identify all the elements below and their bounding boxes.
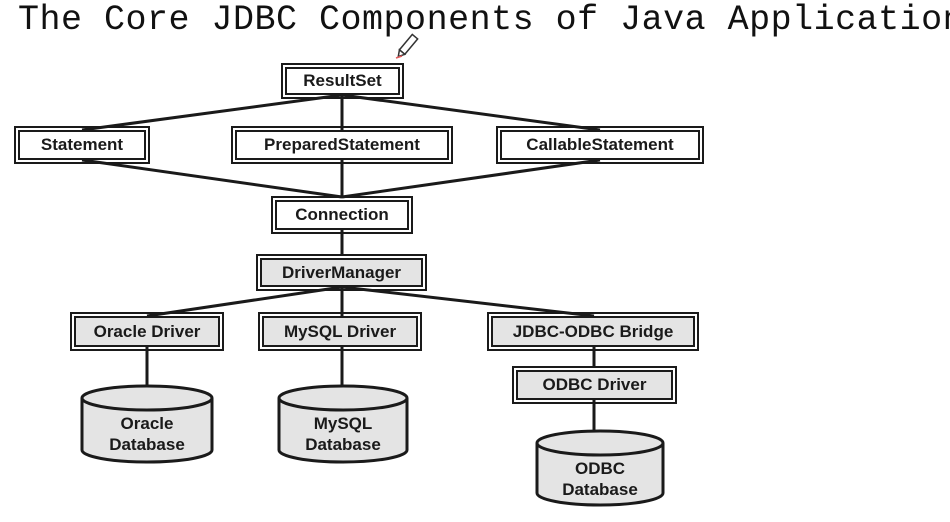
jdbc-odbc-bridge-box: JDBC-ODBC Bridge — [487, 312, 699, 351]
oracle-database-cylinder — [80, 384, 214, 464]
mysql-driver-box: MySQL Driver — [258, 312, 422, 351]
prepared-statement-box: PreparedStatement — [231, 126, 453, 164]
mysql-database-label: MySQL Database — [278, 413, 408, 455]
pencil-cursor-icon — [395, 33, 419, 59]
odbc-database-line2: Database — [562, 480, 638, 499]
oracle-database-line1: Oracle — [120, 414, 174, 433]
odbc-database-cylinder — [535, 429, 665, 507]
resultset-box: ResultSet — [281, 63, 404, 99]
oracle-driver-box: Oracle Driver — [70, 312, 224, 351]
callable-statement-box: CallableStatement — [496, 126, 704, 164]
odbc-driver-box: ODBC Driver — [512, 366, 677, 404]
mysql-database-line2: Database — [305, 435, 381, 454]
connection-box: Connection — [271, 196, 413, 234]
mysql-database-line1: MySQL — [313, 414, 373, 433]
statement-box: Statement — [14, 126, 150, 164]
odbc-database-label: ODBC Database — [535, 458, 665, 500]
oracle-database-line2: Database — [109, 435, 185, 454]
mysql-database-cylinder — [277, 384, 409, 464]
drivermanager-box: DriverManager — [256, 254, 427, 291]
oracle-database-label: Oracle Database — [82, 413, 212, 455]
diagram-title: The Core JDBC Components of Java Applica… — [18, 0, 950, 40]
odbc-database-line1: ODBC — [574, 459, 626, 478]
